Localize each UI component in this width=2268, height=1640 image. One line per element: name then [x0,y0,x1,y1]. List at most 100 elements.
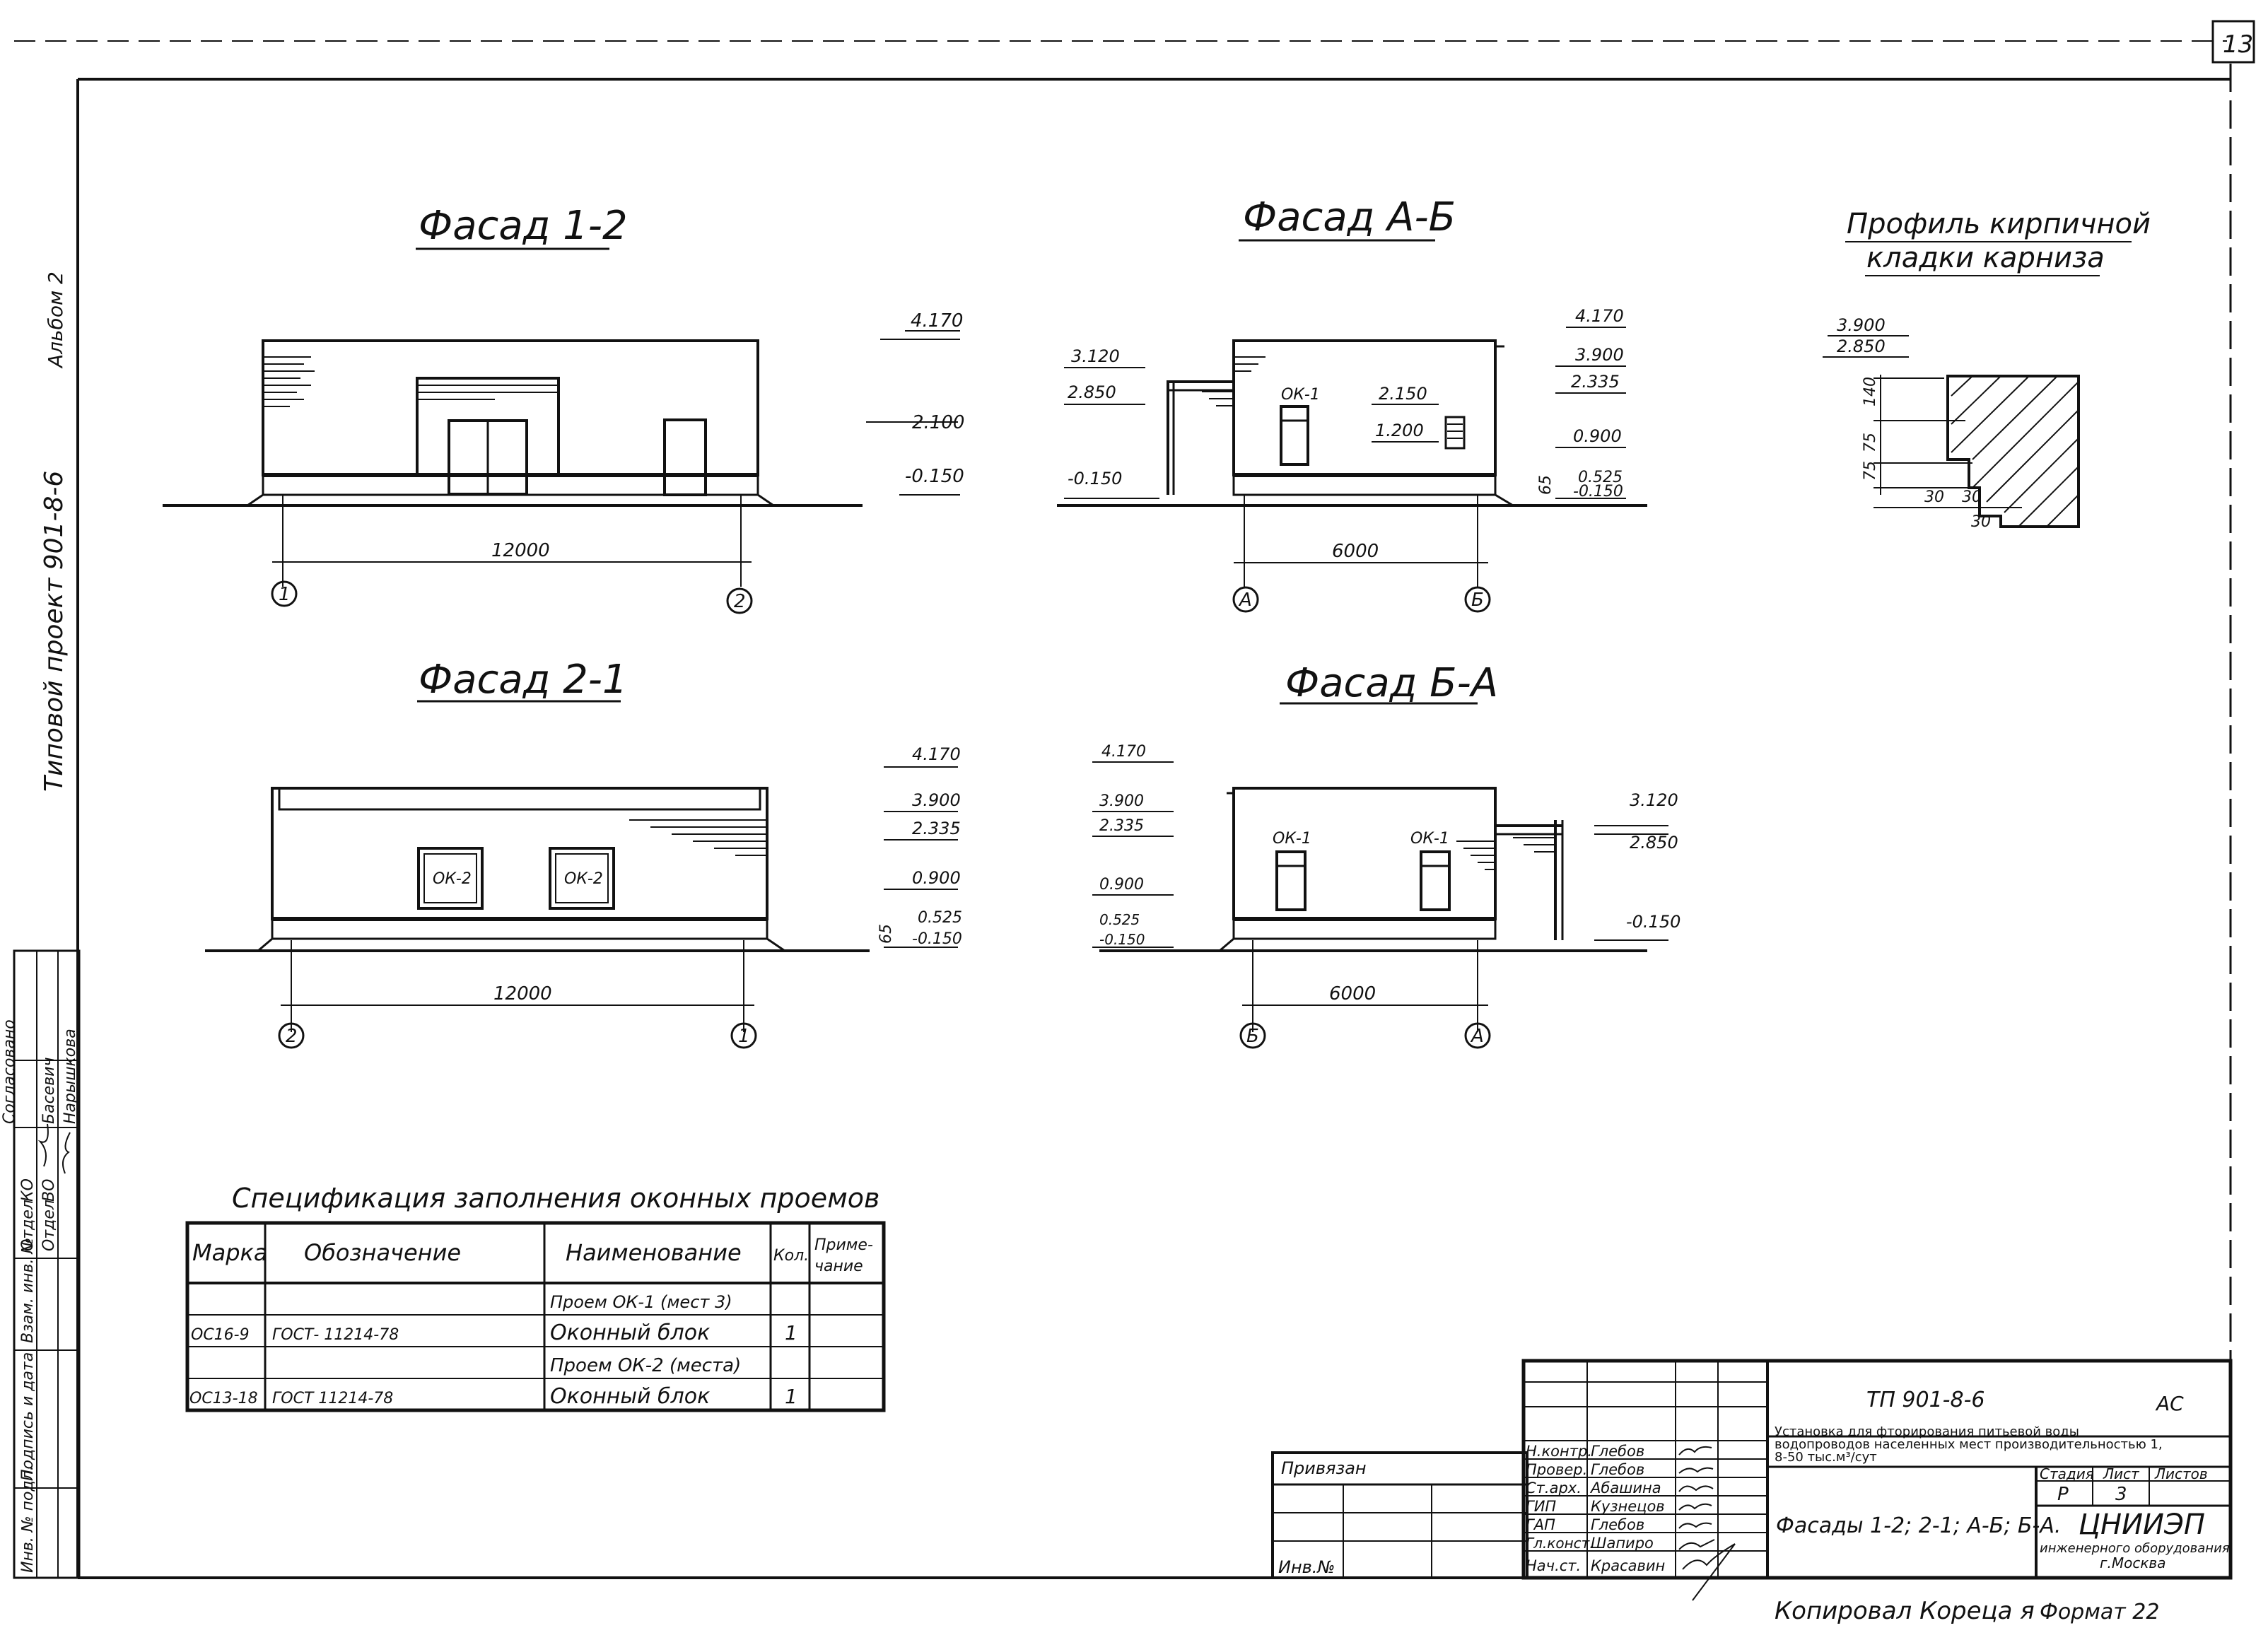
name: Глебов [1591,1443,1644,1460]
stamp-code: ВО [40,1179,58,1202]
spec-cell: Проем ОК-2 (места) [550,1355,741,1376]
axis-marker [271,580,298,607]
level-mark: 3.900 [1099,792,1144,810]
left-approval-stamp: Инв. № подл. Подпись и дата Взам. инв. №… [1,949,81,1579]
level-mark: 0.525 [1099,911,1140,928]
facade-a-b: Фасад А-Б ОК-1 2.150 1.200 6000 А [1057,194,1647,613]
spec-cell: Оконный блок [550,1384,710,1409]
vent-level: 1.200 [1375,421,1424,440]
profile-title: Профиль кирпичной [1847,208,2151,240]
facade-2-1: Фасад 2-1 ОК-2 ОК-2 12000 2 1 4.170 3.90… [205,657,962,1049]
level-mark: -0.150 [905,466,964,487]
axis-marker [726,587,753,614]
level-mark: 2.335 [912,819,961,838]
axis-marker [1464,586,1491,613]
project-description-box: Установка для фторирования питьевой воды… [1775,1426,2163,1465]
stamp-label: Взам. инв. № [19,1238,37,1343]
profile-dim: 30 [1924,488,1944,506]
axis-label-left: 2 [286,1026,298,1047]
profile-dim: 75 [1861,433,1879,452]
spec-header: чание [814,1258,863,1275]
name: Шапиро [1591,1535,1654,1552]
signature-mark [37,1123,49,1167]
footer: Копировал Кореца я Формат 22 [1775,1597,2159,1625]
facade-b-a: Фасад Б-А ОК-1 ОК-1 6000 Б А 4.17 [1092,660,1680,1049]
format-label: Формат 22 [2040,1600,2159,1624]
spec-header: Обозначение [304,1239,461,1266]
stamp-name: Нарышкова [62,1029,79,1124]
spec-header: Наименование [566,1239,742,1266]
signature-mark [62,1132,71,1174]
level-mark: 4.170 [1575,306,1624,326]
stamp-code: КО [19,1178,37,1202]
project-code: ТП 901-8-6 [1866,1388,1985,1412]
role: Гл.конст. [1526,1535,1594,1552]
project-description: Установка для фторирования питьевой воды… [1775,1426,2163,1465]
org-name: ЦНИИЭП [2079,1509,2205,1541]
axis-marker [1232,586,1259,613]
facade-1-2: Фасад 1-2 12000 1 2 4. [163,203,964,614]
album-label: Альбом 2 [44,271,67,369]
profile-dim: 30 [1971,513,1991,531]
level-mark: 0.900 [1099,876,1144,894]
spec-cell: Оконный блок [550,1320,710,1345]
axis-label-right: А [1470,1026,1484,1047]
level-mark: 3.120 [1071,346,1120,366]
stamp-label: Отдел [40,1200,58,1251]
axis-marker [1239,1022,1266,1049]
drawing-title: Фасады 1-2; 2-1; А-Б; Б-А. [1776,1513,2061,1538]
profile-dim: 75 [1861,461,1879,481]
level-mark: 0.900 [912,868,961,888]
level-mark: 0.900 [1573,426,1622,446]
shading [264,356,557,407]
axis-label-right: 2 [734,591,746,612]
mark: АС [2155,1392,2184,1415]
org-sub2: г.Москва [2100,1554,2165,1571]
level-mark: 2.100 [912,412,964,433]
level-mark: 4.170 [911,310,963,332]
level-mark: 2.850 [1630,833,1678,853]
window-label: ОК-1 [1410,830,1449,848]
spec-cell: ГОСТ 11214-78 [272,1390,393,1407]
sheet-header: Лист [2103,1465,2140,1482]
profile-subtitle: кладки карниза [1866,242,2105,274]
inv-label: Инв.№ [1278,1557,1335,1577]
facade-title: Фасад 1-2 [419,203,628,249]
stamp-label: Отдел [19,1200,37,1251]
axis-label-left: 1 [279,584,291,605]
vent-level: 2.150 [1379,384,1427,404]
title-block: Привязан Инв.№ Н.контр. Провер. Ст.арх. … [1271,1359,2233,1601]
level-mark: 3.900 [1575,345,1624,365]
copied-by: Копировал Кореца я [1775,1597,2035,1625]
level-mark: -0.150 [1068,469,1122,488]
spec-cell: ОС13-18 [189,1390,258,1407]
stage-header: Стадия [2040,1465,2094,1482]
window-label: ОК-1 [1273,830,1311,848]
level-mark: 3.120 [1630,790,1678,810]
spec-cell: ГОСТ- 11214-78 [272,1326,399,1344]
spec-cell: ОС16-9 [191,1326,250,1344]
name: Абашина [1589,1480,1661,1496]
spec-cell: 1 [785,1321,797,1345]
level-mark: 2.850 [1068,382,1116,402]
stamp-header: Согласовано [1,1019,18,1124]
org-sub1: инженерного оборудования [2040,1541,2230,1556]
stamp-label: Инв. № подл. [19,1465,37,1573]
level-mark: 3.900 [1837,315,1886,335]
window-label: ОК-2 [564,870,603,888]
level-mark: 3.900 [912,790,961,810]
axis-marker [1464,1022,1491,1049]
role: Ст.арх. [1526,1480,1582,1496]
level-mark: 4.170 [1101,743,1146,761]
level-mark: 4.170 [912,744,961,764]
page-number: 13 [2223,30,2253,59]
spec-cell: 1 [785,1385,797,1408]
level-mark: -0.150 [912,930,962,948]
facade-title: Фасад Б-А [1285,660,1498,706]
facade-title: Фасад А-Б [1243,194,1456,240]
dimension-label: 6000 [1332,541,1379,562]
stage-value: Р [2057,1484,2069,1505]
level-mark: 2.335 [1571,372,1620,392]
window-label: ОК-1 [1281,386,1320,404]
spec-header: Марка [192,1239,267,1266]
